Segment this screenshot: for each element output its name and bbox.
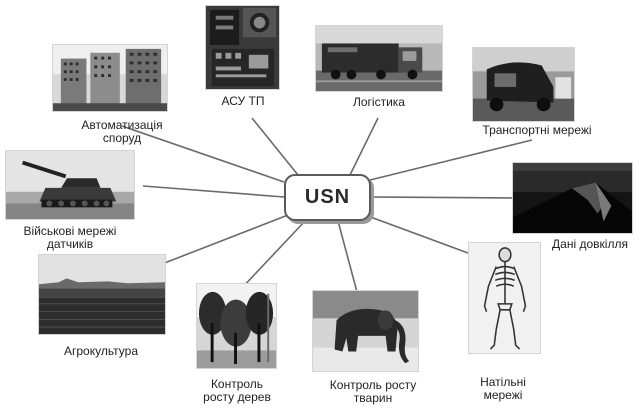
node-label-military: Військові мережі датчиків <box>14 225 126 251</box>
node-label-animals: Контроль росту тварин <box>318 379 428 405</box>
link-environment <box>371 196 516 199</box>
truck-photo <box>315 25 443 92</box>
node-label-line: Автоматизація <box>81 118 163 132</box>
node-label-transport: Транспортні мережі <box>474 124 600 137</box>
link-animals <box>337 220 358 293</box>
node-label-line: датчиків <box>46 237 94 251</box>
node-label-line: Контроль <box>210 377 264 391</box>
link-logistics <box>349 117 379 176</box>
link-trees <box>239 220 306 291</box>
node-label-line: Натільні <box>480 375 526 389</box>
link-military <box>142 185 285 198</box>
node-label-logistics: Логістика <box>339 96 419 109</box>
buildings-photo <box>52 44 168 112</box>
field-photo <box>38 254 166 335</box>
node-label-line: Дані довкілля <box>552 237 628 251</box>
node-label-line: тварин <box>353 391 393 405</box>
industrial-control-photo <box>205 5 280 90</box>
node-label-line: мережі <box>483 388 523 402</box>
node-label-agriculture: Агрокультура <box>56 345 146 358</box>
node-label-environment: Дані довкілля <box>542 238 638 251</box>
link-body <box>364 214 469 254</box>
node-label-line: Агрокультура <box>63 344 138 358</box>
usn-hub-box: USN <box>284 174 371 221</box>
node-label-line: АСУ ТП <box>221 94 265 108</box>
elephant-photo <box>312 290 419 372</box>
skeleton-photo <box>468 242 541 354</box>
node-label-building: Автоматизація споруд <box>67 119 177 145</box>
link-asutp <box>251 117 299 176</box>
node-label-line: Контроль росту <box>329 378 417 392</box>
node-label-body: Натільні мережі <box>470 376 536 402</box>
node-label-line: Транспортні мережі <box>482 123 592 137</box>
node-label-line: Логістика <box>353 95 405 109</box>
node-label-line: споруд <box>102 131 142 145</box>
link-agriculture <box>161 214 289 265</box>
node-label-asutp: АСУ ТП <box>208 95 278 108</box>
node-label-trees: Контроль росту дерев <box>193 378 281 404</box>
link-building <box>121 125 285 183</box>
tank-photo <box>5 150 135 220</box>
autorickshaw-photo <box>472 47 575 122</box>
trees-photo <box>196 283 277 369</box>
node-label-line: Військові мережі <box>23 224 117 238</box>
volcano-photo <box>512 162 633 234</box>
node-label-line: росту дерев <box>203 390 271 404</box>
link-transport <box>369 139 533 181</box>
hub-label: USN <box>304 186 351 208</box>
